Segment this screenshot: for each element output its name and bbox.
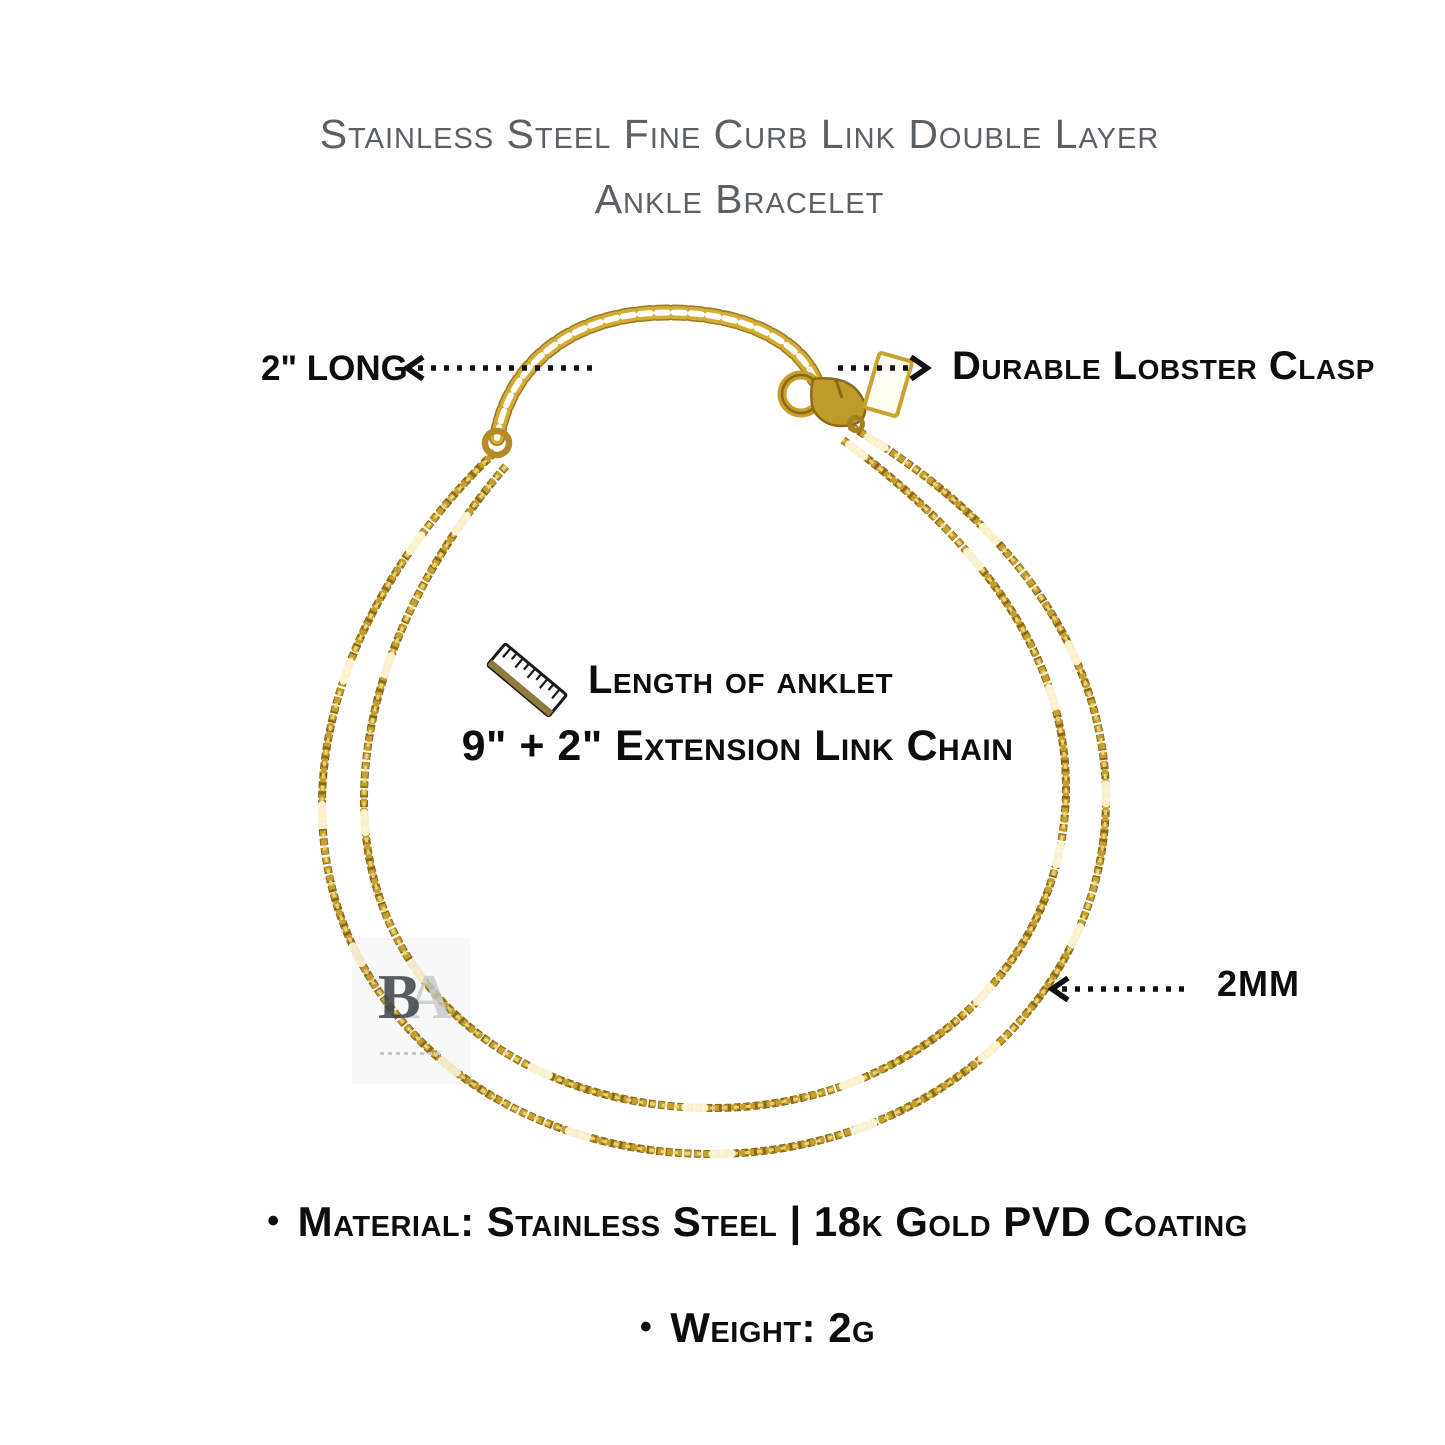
length-info-row: Length of anklet bbox=[482, 640, 893, 720]
product-title-line2: Ankle Bracelet bbox=[594, 176, 885, 223]
bullet-dot: • bbox=[267, 1202, 280, 1240]
length-heading: Length of anklet bbox=[588, 657, 894, 702]
arrow-thickness-icon bbox=[1047, 975, 1190, 1003]
arrow-extension-length-icon bbox=[402, 354, 592, 382]
lobster-clasp-label: Durable Lobster Clasp bbox=[952, 344, 1375, 388]
spec-material: • Material: Stainless Steel | 18k Gold PV… bbox=[70, 1198, 1445, 1246]
product-title: Stainless Steel Fine Curb Link Double La… bbox=[0, 110, 1445, 224]
spec-material-text: Material: Stainless Steel | 18k Gold PVD… bbox=[297, 1198, 1248, 1245]
spec-weight: • Weight: 2g bbox=[70, 1304, 1445, 1352]
length-detail: 9" + 2" Extension Link Chain bbox=[461, 722, 1014, 770]
jump-ring bbox=[481, 427, 513, 459]
inner-chain-strand bbox=[359, 435, 1071, 1113]
extension-chain bbox=[489, 304, 823, 446]
brand-tag-charm bbox=[862, 351, 914, 418]
outer-chain-strand bbox=[317, 421, 1111, 1159]
lobster-clasp-icon bbox=[777, 370, 867, 433]
arrow-clasp-icon bbox=[838, 354, 932, 382]
spec-weight-text: Weight: 2g bbox=[670, 1304, 876, 1351]
product-title-line1: Stainless Steel Fine Curb Link Double La… bbox=[319, 111, 1160, 157]
spec-list: • Material: Stainless Steel | 18k Gold PV… bbox=[0, 1198, 1445, 1352]
bullet-dot: • bbox=[639, 1308, 653, 1346]
ruler-icon bbox=[486, 642, 568, 718]
extension-length-label: 2" LONG bbox=[261, 349, 408, 388]
chain-thickness-label: 2MM bbox=[1217, 963, 1300, 1004]
